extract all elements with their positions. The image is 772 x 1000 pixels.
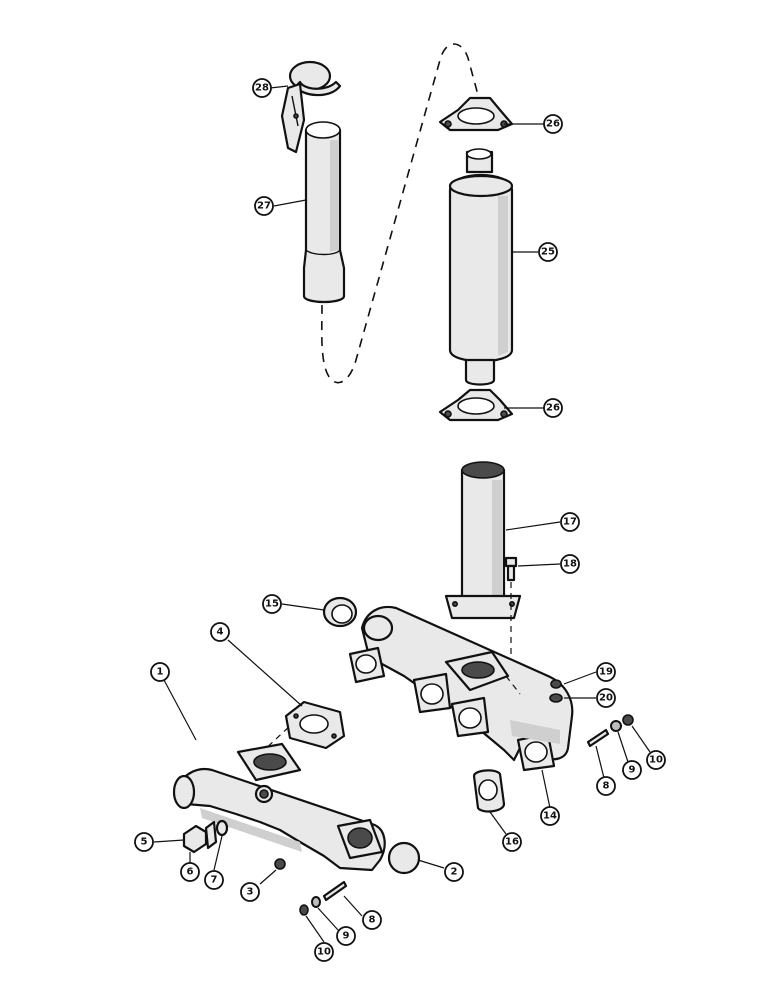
callout-2: 2 [444,862,464,882]
callout-label: 17 [563,517,577,528]
callout-label: 9 [629,765,636,776]
stack-pipe-part [444,461,522,620]
callout-10-left: 10 [314,942,334,962]
callout-label: 28 [255,83,269,94]
callout-9-right: 9 [622,760,642,780]
rain-cap-part [280,60,342,154]
gasket-part [472,769,506,813]
callout-label: 4 [217,627,224,638]
callout-14: 14 [540,806,560,826]
callout-label: 26 [546,403,560,414]
muffler-clamp-bottom-part [438,388,514,422]
exhaust-pipe-part [302,121,346,304]
callout-label: 8 [369,915,376,926]
nut-washer-parts [549,679,563,703]
callout-label: 2 [451,867,458,878]
callout-label: 16 [505,837,519,848]
muffler-part [448,148,514,386]
callout-label: 3 [247,887,254,898]
callout-8-right: 8 [596,776,616,796]
callout-28: 28 [252,78,272,98]
callout-label: 6 [187,867,194,878]
callout-label: 10 [649,755,663,766]
stud-washer-nut-right [586,714,634,748]
callout-17: 17 [560,512,580,532]
callout-label: 9 [343,931,350,942]
stud-washer-nut-left [299,880,348,916]
callout-label: 18 [563,559,577,570]
callout-label: 14 [543,811,557,822]
callout-6: 6 [180,862,200,882]
fitting-washer-parts [182,819,229,854]
callout-label: 19 [599,667,613,678]
callout-label: 27 [257,201,271,212]
callout-5: 5 [134,832,154,852]
cap-plug-part [387,841,421,875]
callout-9-left: 9 [336,926,356,946]
plug-part [274,858,286,870]
callout-16: 16 [502,832,522,852]
front-manifold-part [172,742,386,872]
callout-3: 3 [240,882,260,902]
callout-label: 8 [603,781,610,792]
callout-27: 27 [254,196,274,216]
callout-1: 1 [150,662,170,682]
ring-seal-part [322,596,358,628]
callout-25: 25 [538,242,558,262]
callout-15: 15 [262,594,282,614]
callout-4: 4 [210,622,230,642]
callout-26-top: 26 [543,114,563,134]
callout-18: 18 [560,554,580,574]
callout-7: 7 [204,870,224,890]
bolt-part [504,556,518,660]
flange-gasket-part [259,700,346,755]
rear-manifold-part [348,605,574,772]
callout-label: 1 [157,667,164,678]
callout-label: 5 [141,837,148,848]
callout-10-right: 10 [646,750,666,770]
callout-label: 10 [317,947,331,958]
muffler-clamp-top-part [438,96,514,132]
callout-label: 26 [546,119,560,130]
callout-label: 20 [599,693,613,704]
routing-dashed-line [320,43,479,384]
leader-lines [153,85,651,943]
callout-label: 15 [265,599,279,610]
callout-8-left: 8 [362,910,382,930]
callout-26-bottom: 26 [543,398,563,418]
callout-20: 20 [596,688,616,708]
callout-19: 19 [596,662,616,682]
callout-label: 25 [541,247,555,258]
callout-label: 7 [211,875,218,886]
